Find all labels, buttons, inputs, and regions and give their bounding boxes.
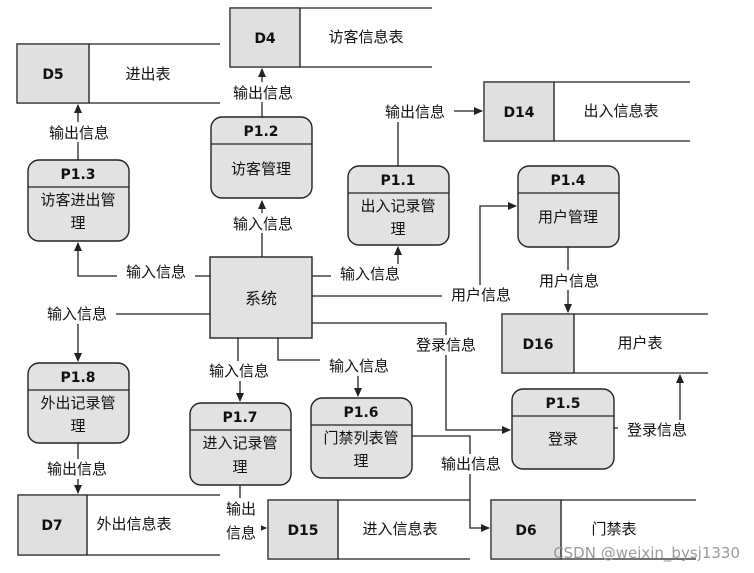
process-id: P1.7 [222, 410, 257, 426]
process-name: 访客进出管 [40, 191, 115, 209]
store-d14-id: D14 [503, 105, 534, 121]
process-p1-6: P1.6 门禁列表管 理 [310, 397, 413, 479]
store-d4: D4 访客信息表 [229, 7, 432, 68]
store-d5-id: D5 [42, 67, 63, 83]
watermark: CSDN @weixin_bysj1330 [553, 544, 740, 563]
process-name-cont: 理 [232, 458, 247, 476]
process-id: P1.6 [343, 405, 378, 421]
process-name-cont: 理 [70, 417, 85, 435]
store-d16: D16 用户表 [501, 313, 708, 374]
flow-label: 输入信息 [329, 357, 389, 375]
store-d16-name: 用户表 [617, 334, 662, 352]
flow-label: 输出信息 [47, 460, 107, 478]
flow-label: 用户信息 [451, 286, 511, 304]
process-p1-1: P1.1 出入记录管 理 [347, 165, 450, 246]
flow-labels: 输出信息 输出信息 输出信息 输入信息 输入信息 输入信息 用户信息 用户信息 … [38, 82, 696, 544]
flow-arrow [277, 338, 362, 397]
process-name: 用户管理 [538, 208, 598, 226]
process-name-cont: 理 [353, 452, 368, 470]
store-d15-name: 进入信息表 [362, 520, 437, 538]
flow-label: 登录信息 [627, 421, 687, 439]
flow-arrow [312, 322, 511, 434]
store-d6: D6 门禁表 [490, 499, 696, 560]
flow-label: 输出信息 [441, 455, 501, 473]
store-d16-id: D16 [522, 337, 553, 353]
entity-label: 系统 [245, 289, 277, 308]
process-p1-5: P1.5 登录 [511, 388, 615, 470]
process-name: 访客管理 [231, 160, 291, 178]
flow-label: 输出信息 [233, 84, 293, 102]
flow-label: 用户信息 [539, 272, 599, 290]
process-id: P1.3 [60, 167, 95, 183]
store-d5-name: 进出表 [125, 65, 170, 83]
process-name: 进入记录管 [202, 434, 277, 452]
process-p1-8: P1.8 外出记录管 理 [27, 362, 130, 444]
flow-arrow [312, 202, 517, 297]
process-id: P1.4 [550, 173, 585, 189]
process-id: P1.5 [545, 396, 580, 412]
store-d15: D15 进入信息表 [267, 499, 470, 560]
process-id: P1.1 [380, 173, 415, 189]
process-p1-3: P1.3 访客进出管 理 [27, 159, 130, 242]
process-id: P1.2 [243, 124, 278, 140]
store-d4-name: 访客信息表 [328, 28, 403, 46]
process-name-cont: 理 [70, 214, 85, 232]
flow-label-cont: 信息 [226, 524, 256, 542]
store-d7-id: D7 [41, 518, 62, 534]
process-name-cont: 理 [390, 220, 405, 238]
store-d6-id: D6 [515, 523, 536, 539]
flow-label: 输入信息 [47, 305, 107, 323]
store-d7: D7 外出信息表 [17, 494, 220, 556]
flow-label: 登录信息 [416, 336, 476, 354]
flow-label: 输入信息 [209, 362, 269, 380]
store-d14: D14 出入信息表 [483, 81, 690, 142]
process-name: 登录 [548, 430, 578, 448]
store-d7-name: 外出信息表 [96, 515, 171, 533]
process-name: 门禁列表管 [323, 429, 398, 447]
store-d14-name: 出入信息表 [583, 102, 658, 120]
flow-arrow [412, 435, 490, 532]
process-p1-2: P1.2 访客管理 [210, 116, 313, 199]
store-d15-id: D15 [287, 523, 318, 539]
process-p1-4: P1.4 用户管理 [517, 165, 620, 248]
process-name: 外出记录管 [40, 394, 115, 412]
store-d5: D5 进出表 [16, 43, 220, 104]
flow-label: 输入信息 [233, 215, 293, 233]
flow-label: 输入信息 [340, 265, 400, 283]
store-d6-name: 门禁表 [591, 520, 636, 538]
flow-label: 输入信息 [126, 263, 186, 281]
process-p1-7: P1.7 进入记录管 理 [189, 402, 292, 486]
process-name: 出入记录管 [360, 197, 435, 215]
store-d4-id: D4 [254, 31, 276, 47]
process-id: P1.8 [60, 370, 95, 386]
flow-label: 输出 [226, 500, 256, 518]
external-entity-system: 系统 [209, 256, 313, 339]
flow-label: 输出信息 [49, 124, 109, 142]
flow-label: 输出信息 [385, 103, 445, 121]
